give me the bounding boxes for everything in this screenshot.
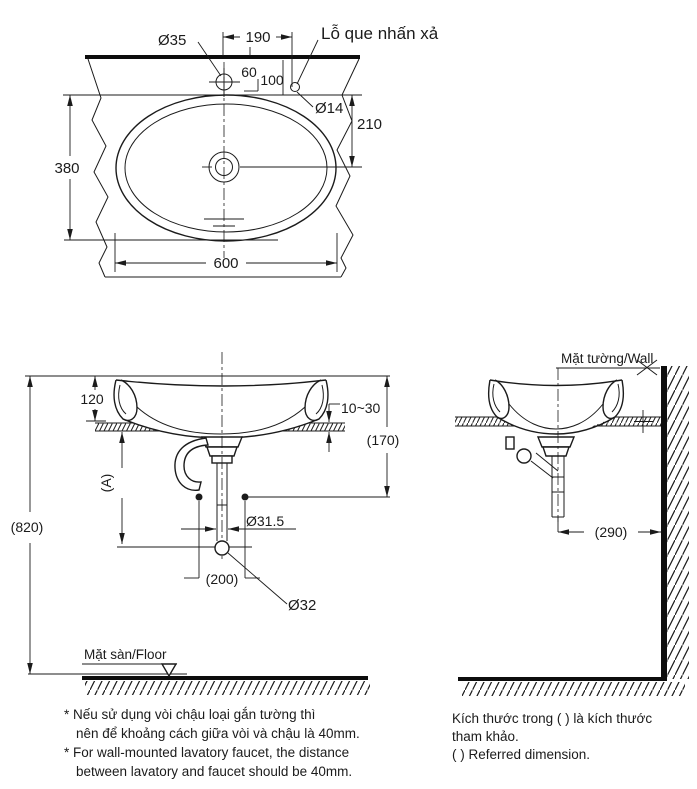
dim-60: 60 (241, 64, 259, 92)
dim-170-label: (170) (367, 432, 400, 448)
dim-200-label: (200) (206, 571, 239, 587)
dim-100: 100 (260, 60, 284, 96)
dim-thickness-label: 10~30 (341, 400, 381, 416)
dim-820-label: (820) (11, 519, 44, 535)
dim-190: 190 (222, 29, 293, 87)
dim-290-label: (290) (595, 524, 628, 540)
bowl-section (113, 379, 329, 439)
label-faucet-dia: Ø35 (158, 32, 222, 77)
drain-plan (202, 151, 362, 183)
dim-190-label: 190 (245, 29, 270, 46)
dia-pipe-label: Ø31.5 (246, 513, 284, 529)
note-line: nên để khoảng cách giữa vòi và chậu là 4… (76, 726, 360, 741)
countertop-outline (85, 55, 360, 278)
dim-600: 600 (114, 233, 338, 272)
dim-380-label: 380 (54, 160, 79, 177)
faucet-hole (209, 68, 240, 97)
dim-820: (820) (11, 376, 187, 675)
note-line: Kích thước trong ( ) là kích thước (452, 711, 652, 726)
dim-380: 380 (54, 95, 278, 241)
note-line: ( ) Referred dimension. (452, 747, 590, 762)
outlet-hole: Ø32 (214, 540, 316, 614)
bowl-section (488, 379, 624, 435)
note-line: between lavatory and faucet should be 40… (76, 764, 352, 779)
dim-290: (290) (557, 517, 661, 540)
top-view: 380 600 210 190 60 (54, 24, 439, 278)
note-line: * For wall-mounted lavatory faucet, the … (64, 745, 349, 760)
label-pushrod-dia: Ø14 (296, 91, 343, 117)
dia-pushrod-label: Ø14 (315, 100, 343, 117)
wall (661, 366, 689, 681)
floor: Mặt sàn/Floor (82, 647, 370, 695)
leader-dots (195, 493, 249, 501)
basin-plan-outline (115, 94, 337, 242)
notes-right: Kích thước trong ( ) là kích thước tham … (452, 711, 652, 762)
dim-31-5: Ø31.5 (181, 513, 296, 532)
dim-120: 120 (80, 376, 106, 422)
floor-label: Mặt sàn/Floor (84, 647, 167, 662)
dia-faucet-label: Ø35 (158, 32, 186, 49)
dim-120-label: 120 (80, 391, 104, 407)
dim-200: (200) (184, 501, 260, 587)
drain-assembly (505, 436, 576, 518)
wall-label: Mặt tường/Wall (561, 351, 653, 366)
front-view: (820) 120 10~30 (170) (A) (11, 352, 400, 695)
dim-counter-thickness: 10~30 (326, 400, 381, 452)
pushrod-hole (290, 82, 300, 92)
dim-60-label: 60 (241, 64, 257, 80)
wall-label-group: Mặt tường/Wall (556, 351, 660, 376)
overflow-hose (174, 437, 209, 491)
note-line: tham khảo. (452, 729, 519, 744)
dim-210: 210 (349, 95, 382, 167)
floor (458, 677, 685, 696)
pushrod-label: Lỗ que nhấn xả (321, 24, 439, 43)
label-pushrod: Lỗ que nhấn xả (296, 24, 439, 85)
dim-600-label: 600 (213, 255, 238, 272)
note-line: * Nếu sử dụng vòi chậu loại gắn tường th… (64, 707, 315, 722)
counter-center-mark (634, 410, 653, 433)
notes-left: * Nếu sử dụng vòi chậu loại gắn tường th… (64, 707, 360, 779)
level-marker-icon (160, 663, 178, 678)
dim-210-label: 210 (357, 116, 382, 133)
dia-outlet-label: Ø32 (288, 597, 316, 614)
side-view: Mặt tường/Wall (290) (455, 351, 689, 696)
dim-170: (170) (245, 376, 400, 498)
dim-100-label: 100 (260, 72, 284, 88)
dim-A-label: (A) (98, 474, 114, 493)
drain-assembly (174, 436, 244, 541)
